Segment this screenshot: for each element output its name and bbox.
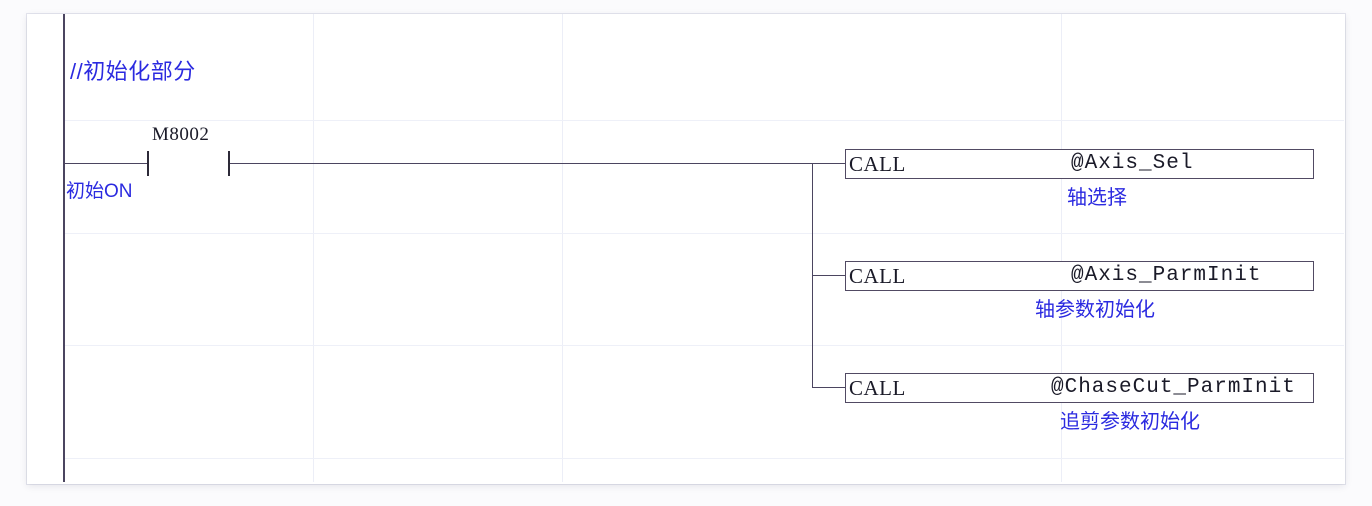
instruction-comment: 轴选择	[1067, 187, 1127, 209]
branch-stub-wire	[812, 387, 846, 388]
grid-line-horizontal	[64, 120, 1344, 121]
rung-comment: //初始化部分	[70, 59, 196, 84]
instruction-comment: 轴参数初始化	[1035, 299, 1155, 321]
instruction-block-call[interactable]: CALL @Axis_ParmInit	[845, 261, 1314, 291]
grid-line-vertical	[562, 14, 563, 482]
branch-stub-wire	[812, 163, 846, 164]
power-rail-left	[63, 14, 65, 482]
contact-comment-label: 初始ON	[66, 181, 133, 202]
instruction-block-call[interactable]: CALL @Axis_Sel	[845, 149, 1314, 179]
instruction-argument: @Axis_Sel	[1071, 152, 1194, 175]
instruction-argument: @ChaseCut_ParmInit	[1051, 376, 1296, 399]
contact-operand-label: M8002	[152, 124, 210, 145]
instruction-argument: @Axis_ParmInit	[1071, 264, 1262, 287]
instruction-mnemonic: CALL	[849, 152, 906, 176]
instruction-mnemonic: CALL	[849, 264, 906, 288]
contact-bar-right	[228, 151, 230, 176]
instruction-comment: 追剪参数初始化	[1060, 411, 1200, 433]
grid-line-vertical	[313, 14, 314, 482]
instruction-block-call[interactable]: CALL @ChaseCut_ParmInit	[845, 373, 1314, 403]
grid-line-horizontal	[64, 345, 1344, 346]
branch-stub-wire	[812, 275, 846, 276]
rung-wire-segment	[64, 163, 149, 164]
grid-line-horizontal	[64, 233, 1344, 234]
instruction-mnemonic: CALL	[849, 376, 906, 400]
grid-line-vertical	[1061, 14, 1062, 482]
contact-bar-left	[147, 151, 149, 176]
grid-line-horizontal	[64, 458, 1344, 459]
rung-wire-segment	[229, 163, 813, 164]
contact-normally-open[interactable]	[147, 151, 230, 176]
program-panel	[27, 14, 1345, 484]
